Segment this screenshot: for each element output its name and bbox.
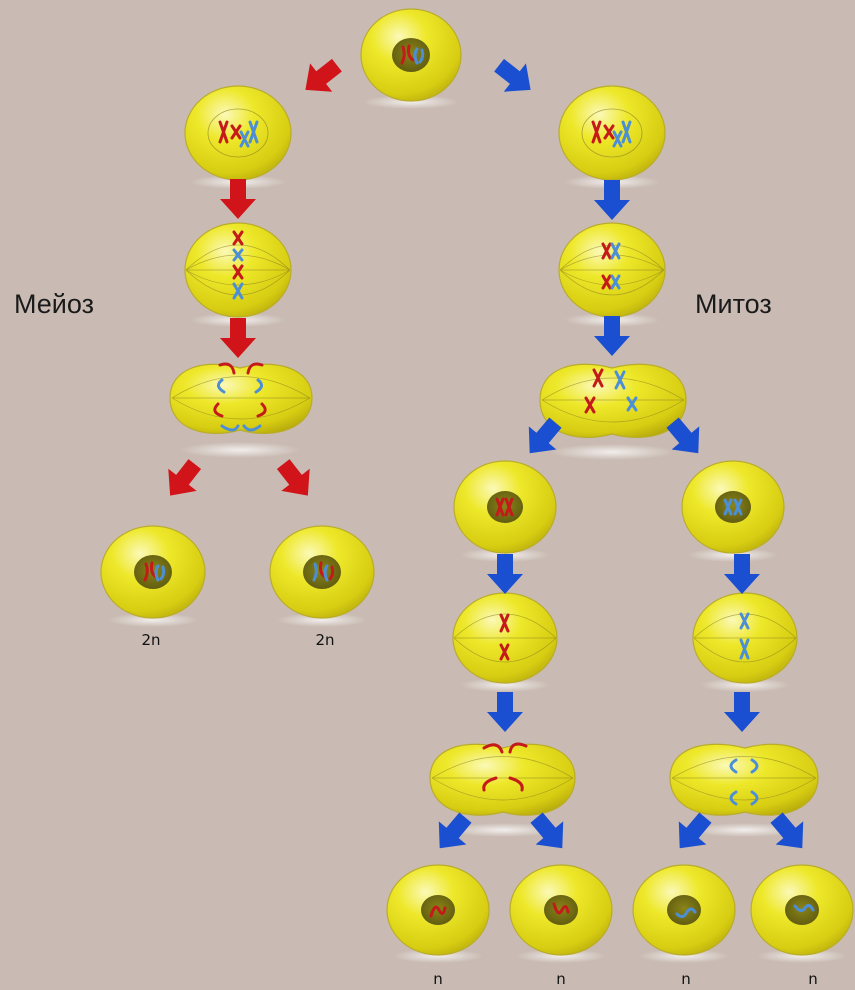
gamete-cell-4	[750, 864, 854, 963]
right-anaphase-2-cell-2	[669, 743, 819, 837]
right-anaphase-cell-1	[539, 363, 687, 460]
right-secondary-cell-2	[681, 460, 785, 562]
gamete-cell-2	[509, 864, 613, 963]
right-secondary-cell-1	[453, 460, 557, 562]
left-anaphase-cell	[169, 362, 313, 458]
red-arrow-icon	[294, 51, 348, 105]
red-arrow-icon	[155, 453, 209, 507]
right-prophase-cell	[558, 85, 666, 189]
ploidy-label: n	[808, 970, 818, 988]
right-metaphase-2-cell-2	[692, 592, 798, 692]
mother-cell	[360, 8, 462, 109]
right-process-label: Митоз	[695, 289, 772, 319]
right-metaphase-cell	[558, 222, 666, 327]
left-prophase-cell	[184, 85, 292, 189]
left-process-label: Мейоз	[14, 289, 94, 319]
blue-arrow-icon	[487, 692, 523, 732]
right-anaphase-2-cell-1	[429, 742, 576, 837]
left-daughter-cell-1	[100, 525, 206, 627]
red-arrow-icon	[269, 453, 323, 507]
ploidy-label: n	[433, 970, 443, 988]
left-metaphase-cell	[184, 222, 292, 327]
ploidy-label: 2n	[141, 631, 160, 649]
ploidy-label: 2n	[315, 631, 334, 649]
blue-arrow-icon	[488, 51, 542, 105]
ploidy-label: n	[556, 970, 566, 988]
gamete-cell-3	[632, 864, 736, 963]
right-metaphase-2-cell-1	[452, 592, 558, 692]
blue-arrow-icon	[724, 692, 760, 732]
ploidy-label: n	[681, 970, 691, 988]
gamete-cell-1	[386, 864, 490, 963]
left-daughter-cell-2	[269, 525, 375, 627]
